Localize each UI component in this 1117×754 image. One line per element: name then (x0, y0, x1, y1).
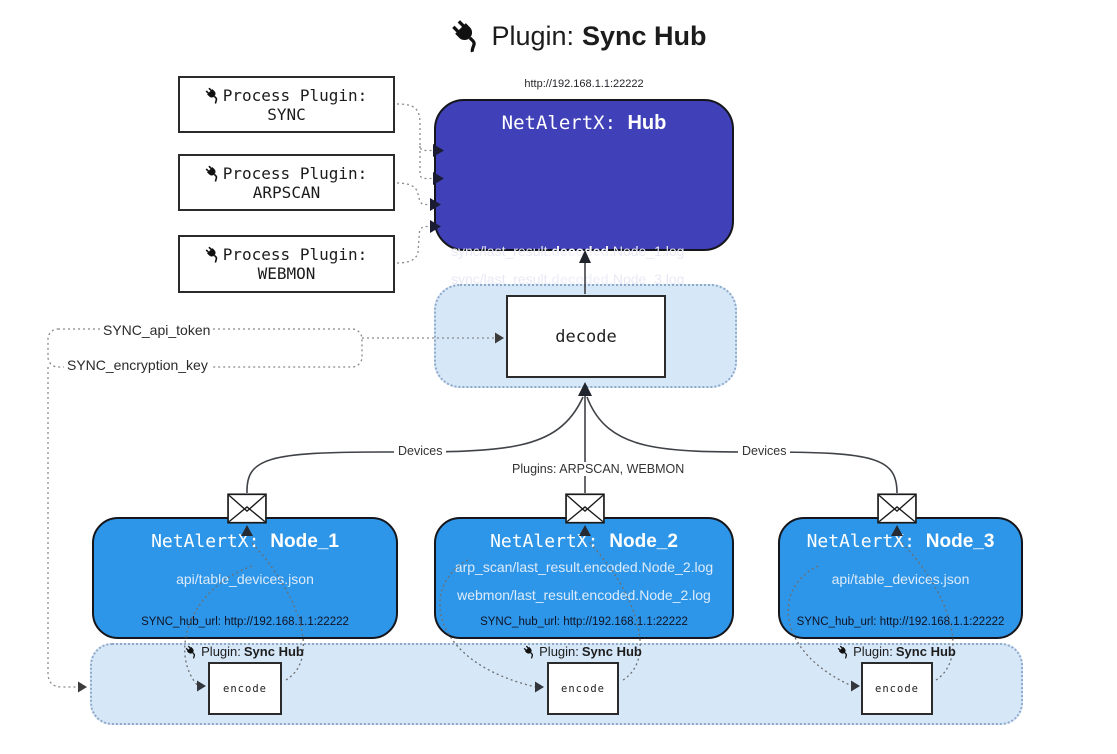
page-title: Plugin: Sync Hub (400, 14, 760, 58)
node-hub-url: SYNC_hub_url: http://192.168.1.1:22222 (141, 616, 349, 628)
decode-box: decode (506, 295, 666, 378)
devices-label-right: Devices (738, 444, 791, 458)
sync-encryption-key-label: SYNC_encryption_key (64, 357, 211, 373)
envelope-icon (877, 493, 917, 524)
encode-box-1: encode (208, 662, 282, 715)
hub-title-name: Hub (627, 112, 667, 134)
process-plugin-arpscan-box: Process Plugin: ARPSCAN (178, 154, 395, 211)
process-plugin-label: Process Plugin: (222, 245, 368, 264)
hub-title-prefix: NetAlertX: (501, 112, 617, 134)
node-title: NetAlertX: Node_2 (490, 531, 678, 552)
plug-icon (202, 84, 225, 107)
process-plugin-name: WEBMON (257, 264, 316, 283)
plug-icon (521, 642, 539, 660)
title-prefix: Plugin: (491, 20, 575, 51)
process-plugin-name: SYNC (267, 104, 306, 124)
hub-box: NetAlertX: Hub sync/last_result.decoded.… (434, 99, 734, 335)
plug-icon (183, 642, 201, 660)
node-file-line: arp_scan/last_result.encoded.Node_2.log (454, 559, 714, 575)
hub-log-line: sync/last_result.decoded.Node_1.log (451, 243, 685, 259)
envelope-icon (565, 493, 605, 524)
node-file-line: api/table_devices.json (831, 571, 970, 587)
process-plugin-label: Process Plugin: (222, 163, 368, 183)
encode-box-2: encode (547, 662, 619, 715)
plugins-arpscan-webmon-label: Plugins: ARPSCAN, WEBMON (508, 462, 689, 476)
process-plugin-label: Process Plugin: (222, 85, 368, 105)
node-hub-url: SYNC_hub_url: http://192.168.1.1:22222 (796, 616, 1005, 628)
hub-url-label: http://192.168.1.1:22222 (524, 78, 644, 90)
node-2-box: NetAlertX: Node_2 arp_scan/last_result.e… (434, 517, 734, 639)
plug-icon (446, 13, 491, 58)
plug-icon (202, 243, 225, 266)
node-file-line: webmon/last_result.encoded.Node_2.log (457, 587, 711, 603)
node-file-line: api/table_devices.json (176, 571, 314, 587)
process-plugin-sync-box: Process Plugin: SYNC (178, 76, 395, 133)
sync-api-token-label: SYNC_api_token (100, 322, 214, 338)
node-1-box: NetAlertX: Node_1 api/table_devices.json… (92, 517, 398, 639)
plug-icon (835, 642, 853, 660)
node-hub-url: SYNC_hub_url: http://192.168.1.1:22222 (480, 616, 688, 628)
devices-label-left: Devices (394, 444, 447, 458)
encoder-plugin-label: Plugin: Sync Hub (160, 644, 330, 659)
encoder-plugin-label: Plugin: Sync Hub (498, 644, 668, 659)
plug-icon (202, 162, 225, 185)
process-plugin-name: ARPSCAN (252, 182, 321, 202)
encoder-plugin-label: Plugin: Sync Hub (812, 644, 982, 659)
node-to-decode-wires (246, 396, 898, 494)
hub-log-line: sync/last_result.decoded.Node_3.log (451, 271, 685, 287)
process-plugin-webmon-box: Process Plugin: WEBMON (178, 235, 395, 293)
encode-box-3: encode (861, 662, 933, 715)
title-name: Sync Hub (582, 20, 707, 51)
envelope-icon (227, 493, 267, 524)
plugin-to-hub-dotted-wires (396, 103, 432, 264)
hub-title: NetAlertX: Hub (436, 112, 732, 135)
node-title: NetAlertX: Node_3 (806, 531, 995, 552)
node-3-box: NetAlertX: Node_3 api/table_devices.json… (778, 517, 1023, 639)
node-title: NetAlertX: Node_1 (151, 531, 339, 552)
